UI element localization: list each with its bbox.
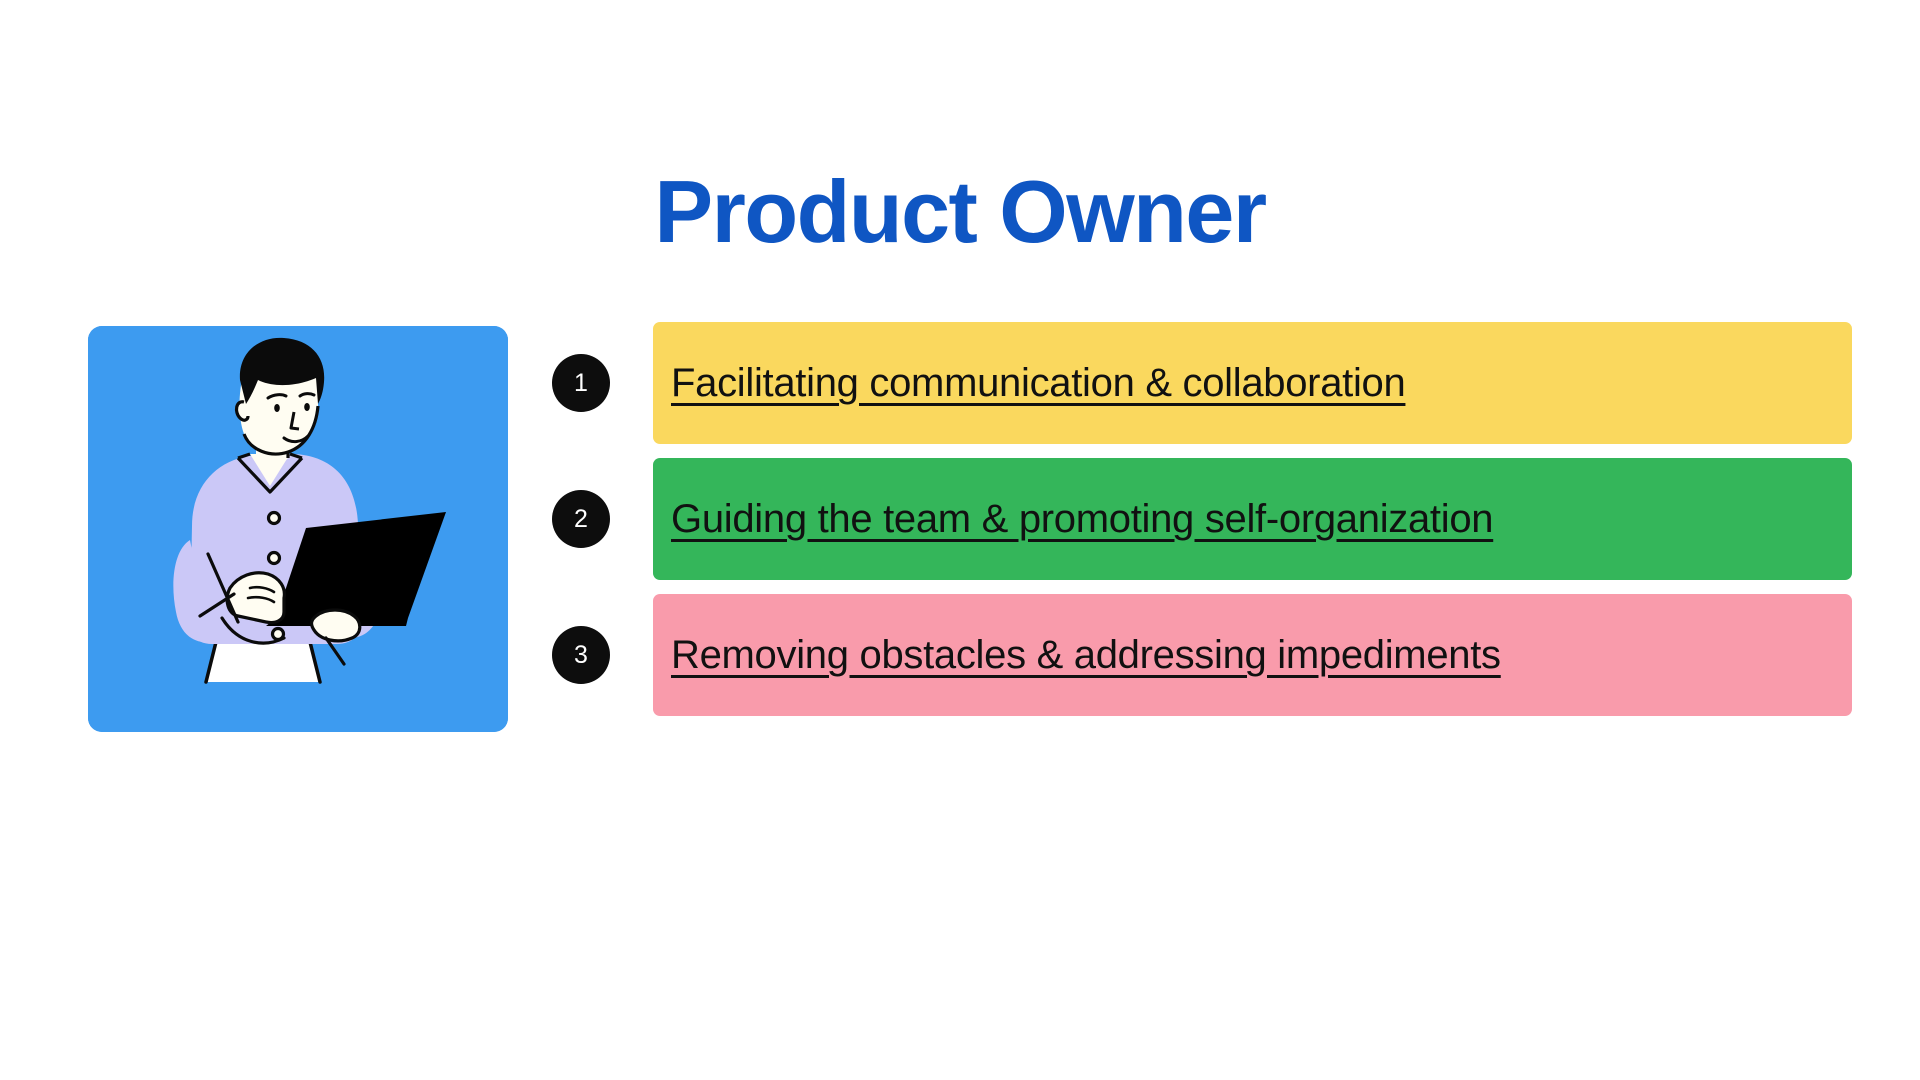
item-bar-1[interactable]: Facilitating communication & collaborati… <box>653 322 1852 444</box>
item-label: Guiding the team & promoting self-organi… <box>671 496 1494 541</box>
list-item[interactable]: 1 Facilitating communication & collabora… <box>552 322 1852 444</box>
item-number-badge: 2 <box>552 490 610 548</box>
person-using-laptop-icon <box>88 326 508 732</box>
item-bar-3[interactable]: Removing obstacles & addressing impedime… <box>653 594 1852 716</box>
item-bar-2[interactable]: Guiding the team & promoting self-organi… <box>653 458 1852 580</box>
item-label: Facilitating communication & collaborati… <box>671 360 1406 405</box>
responsibilities-list: 1 Facilitating communication & collabora… <box>552 322 1852 716</box>
page-title: Product Owner <box>654 162 1267 261</box>
list-item[interactable]: 3 Removing obstacles & addressing impedi… <box>552 594 1852 716</box>
item-number-badge: 3 <box>552 626 610 684</box>
list-item[interactable]: 2 Guiding the team & promoting self-orga… <box>552 458 1852 580</box>
item-number-badge: 1 <box>552 354 610 412</box>
illustration-card <box>88 326 508 732</box>
item-label: Removing obstacles & addressing impedime… <box>671 632 1501 677</box>
